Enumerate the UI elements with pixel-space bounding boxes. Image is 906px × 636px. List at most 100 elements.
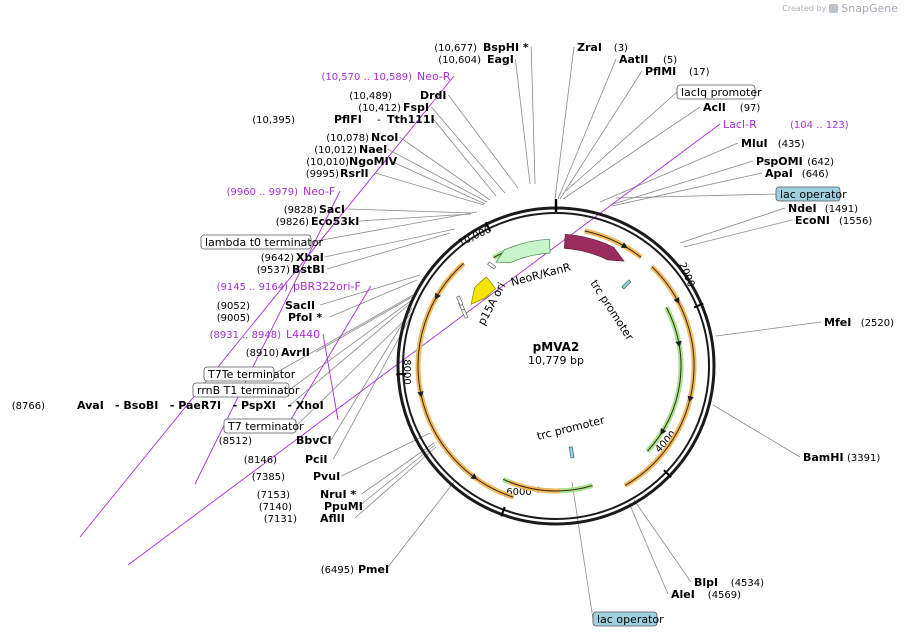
site-label[interactable]: (9005)PfoI * [217, 311, 323, 324]
feature-box-text: lac operator [597, 613, 664, 626]
feature-trc-promoter-2[interactable]: trc promoter [536, 413, 607, 459]
lacI-label: lacI [586, 254, 610, 272]
feature-box-frame [775, 186, 841, 202]
site-name: RsrII [340, 167, 369, 180]
site-position: (97) [740, 103, 761, 114]
primer-label[interactable]: (9960 .. 9979)Neo-F [227, 185, 336, 198]
feature-box[interactable]: lambda t0 terminator [200, 234, 323, 250]
site-separator: - [377, 115, 381, 126]
site-name: EcoNI [795, 214, 830, 227]
orf-right-arc[interactable] [623, 264, 697, 488]
site-label[interactable]: PspOMI(642) [756, 155, 834, 168]
feature-box-connector [295, 310, 415, 427]
primer-label[interactable]: LacI-R(104 .. 123) [723, 118, 849, 131]
site-name: ZraI [577, 41, 602, 54]
orf-arcs [415, 228, 697, 500]
site-label[interactable]: MluI(435) [741, 137, 805, 150]
site-position: (646) [802, 169, 829, 180]
site-name: BstBI [292, 263, 325, 276]
site-connector [319, 274, 421, 306]
site-position: (3) [614, 43, 628, 54]
site-label[interactable]: (8766)AvaI- BsoBI - PaeR7I - PspXI - Xho… [12, 399, 324, 412]
site-name: DrdI [420, 89, 447, 102]
site-label[interactable]: (10,010)NgoMIV [306, 155, 397, 168]
feature-lacI[interactable]: lacI [563, 234, 625, 272]
primer-label[interactable]: (10,570 .. 10,589)Neo-R [322, 70, 451, 83]
site-label[interactable]: BlpI(4534) [694, 576, 764, 589]
orf-green-right[interactable] [645, 306, 684, 453]
feature-box[interactable]: lac operator [775, 186, 847, 202]
site-label[interactable]: (7385)PvuI [252, 470, 340, 483]
site-label[interactable]: (10,489)DrdI [349, 89, 446, 102]
primer-label[interactable]: (8931 .. 8948)L4440 [210, 328, 321, 341]
plasmid-size: 10,779 bp [528, 354, 584, 367]
site-label[interactable]: (8146)PciI [244, 453, 328, 466]
site-label[interactable]: (9052)SacII [217, 299, 315, 312]
orf-left-arc[interactable] [415, 261, 515, 500]
site-name: AvaI [77, 399, 104, 412]
feature-box-frame [192, 382, 290, 398]
site-position: (2520) [861, 318, 894, 329]
primer-name: LacI-R [723, 118, 757, 131]
primer-connector [289, 285, 372, 422]
feature-box[interactable]: lacIq promoter [676, 84, 762, 100]
primer-name: L4440 [286, 328, 320, 341]
site-label[interactable]: (7140)PpuMI [259, 500, 363, 513]
site-position: (10,010) [306, 157, 349, 168]
site-label[interactable]: MfeI (2520) [824, 316, 894, 329]
site-label[interactable]: (8512)BbvCI [219, 434, 332, 447]
feature-neo[interactable]: NeoR/KanR [495, 238, 572, 289]
site-label[interactable]: (10,677)BspHI * [434, 41, 529, 54]
feature-trc-promoter-1[interactable]: trc promoter [587, 278, 636, 343]
site-label[interactable]: (10,012)NaeI [314, 143, 387, 156]
site-position: (4534) [731, 578, 764, 589]
site-label[interactable]: NdeI(1491) [788, 202, 858, 215]
site-label[interactable]: (8910)AvrII [246, 346, 310, 359]
site-label[interactable]: (10,395)PflFI-Tth111I [252, 113, 434, 126]
site-label[interactable]: ApaI(646) [765, 167, 829, 180]
trc2-label: trc promoter [536, 413, 607, 442]
feature-box[interactable]: T7 terminator [223, 418, 304, 434]
site-label[interactable]: (10,078)NcoI [326, 131, 398, 144]
site-label[interactable]: BamHI(3391) [803, 451, 880, 464]
site-label[interactable]: (9826)Eco53kI [276, 215, 360, 228]
site-label[interactable]: ZraI (3) [577, 41, 628, 54]
site-label[interactable]: (7153)NruI * [257, 488, 357, 501]
site-label[interactable]: (9995)RsrII [306, 167, 369, 180]
site-label[interactable]: AclI(97) [703, 101, 760, 114]
orf-bottom-small[interactable] [508, 479, 561, 494]
site-name: SacI [319, 203, 345, 216]
site-label[interactable]: EcoNI(1556) [795, 214, 872, 227]
site-label[interactable]: (10,412)FspI [358, 101, 429, 114]
site-connector [347, 208, 473, 214]
site-label[interactable]: (9828)SacI [284, 203, 345, 216]
snapgene-logo-icon [829, 4, 839, 13]
connector-lines [273, 46, 822, 620]
orf-top-arc[interactable] [584, 228, 643, 260]
site-label[interactable]: (9642)XbaI [261, 251, 324, 264]
primer-label[interactable]: (9145 .. 9164)pBR322ori-F [217, 280, 361, 293]
feature-boxes: lacIq promoter lac operator lambda t0 term… [192, 84, 847, 627]
feature-ori[interactable]: p15A ori [470, 276, 508, 327]
feature-box[interactable]: T7Te terminator [203, 366, 296, 382]
primer-connector [79, 75, 455, 538]
site-label[interactable]: PflMI(17) [645, 65, 710, 78]
tick-mark [500, 506, 506, 517]
site-position: (9052) [217, 301, 250, 312]
site-name: MfeI [824, 316, 851, 329]
feature-box[interactable]: rrnB T1 terminator [192, 382, 300, 398]
site-label[interactable]: (10,604)EagI [438, 53, 514, 66]
site-label[interactable]: AatII(5) [619, 53, 677, 66]
feature-box[interactable]: lac operator [592, 611, 664, 627]
site-label[interactable]: (6495)PmeI [321, 563, 389, 576]
site-label[interactable]: (7131)AflII [264, 512, 345, 525]
feature-box-connector [615, 193, 777, 199]
site-name: BspHI * [483, 41, 529, 54]
primer-position: (9145 .. 9164) [217, 282, 289, 293]
site-label[interactable]: (9537)BstBI [257, 263, 325, 276]
site-connector [390, 160, 486, 205]
site-label[interactable]: AleI(4569) [671, 588, 741, 601]
site-position: (9828) [284, 205, 317, 216]
site-position: (10,078) [326, 133, 369, 144]
site-position: (9537) [257, 265, 290, 276]
